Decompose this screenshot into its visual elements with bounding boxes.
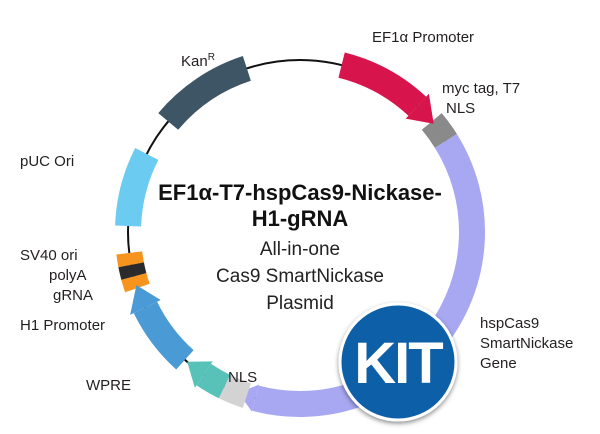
sv40-ori-label: SV40 ori (20, 247, 78, 264)
cas9-label-line2: SmartNickase (480, 335, 573, 352)
wpre-label: WPRE (86, 377, 131, 394)
kanr-label: KanR (181, 52, 215, 70)
polya-feature (118, 262, 147, 280)
wpre-feature (196, 363, 231, 399)
wpre-arrowhead (187, 361, 213, 388)
cas9-label-line3: Gene (480, 355, 517, 372)
plasmid-subtitle-line1: All-in-one (260, 239, 340, 260)
myc-tag-label-line2: NLS (446, 100, 475, 117)
nls-label: NLS (228, 369, 257, 386)
ef1a-promoter-arrowhead (405, 93, 434, 124)
myc-tag-feature (421, 113, 457, 148)
ef1a-promoter-label: EF1α Promoter (372, 29, 474, 46)
h1-promoter-arrowhead (130, 285, 161, 315)
puc-ori-feature (115, 148, 159, 227)
nls-feature (218, 374, 252, 408)
plasmid-title-line1: EF1α-T7-hspCas9-Nickase- (158, 180, 442, 205)
plasmid-title-line2: H1-gRNA (252, 206, 349, 231)
sv40-ori-feature (116, 251, 144, 268)
h1-promoter-label: H1 Promoter (20, 317, 105, 334)
kanr-feature (158, 56, 252, 131)
kit-badge-circle (338, 302, 458, 422)
plasmid-subtitle-line3: Plasmid (266, 293, 334, 314)
puc-ori-label: pUC Ori (20, 153, 74, 170)
cas9-label-line1: hspCas9 (480, 315, 539, 332)
myc-tag-label-line1: myc tag, T7 (442, 80, 520, 97)
kit-badge-text: KIT (354, 331, 443, 396)
plasmid-subtitle-line2: Cas9 SmartNickase (216, 266, 384, 287)
grna-label: gRNA (53, 287, 93, 304)
h1-promoter-feature (133, 301, 194, 370)
polya-label: polyA (49, 267, 87, 284)
ef1a-promoter-feature (338, 52, 427, 116)
kit-badge: KIT (338, 302, 458, 422)
